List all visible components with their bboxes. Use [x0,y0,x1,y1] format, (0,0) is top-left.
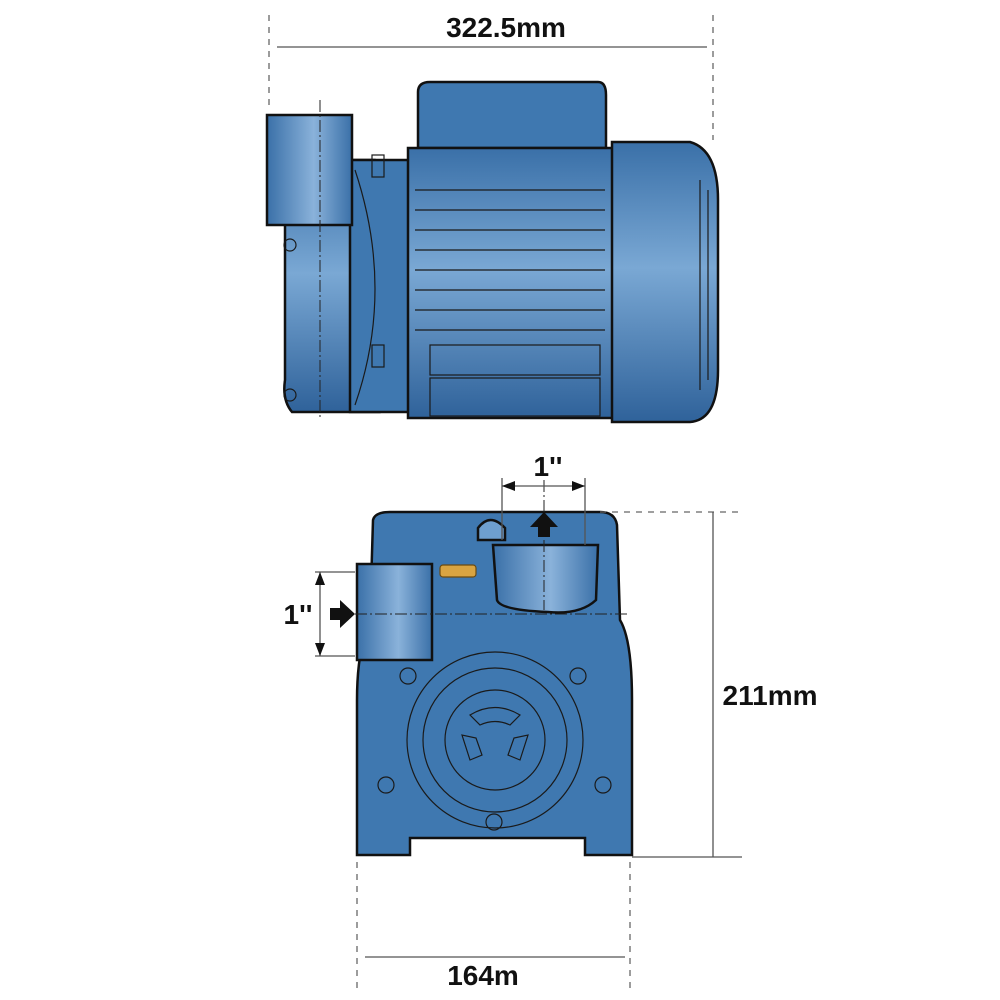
height-label: 211mm [723,680,818,711]
outlet-port [491,480,600,614]
cooling-fins [415,189,605,331]
pump-front-view [330,480,634,857]
length-label: 322.5mm [446,12,566,43]
outlet-flow-arrow [530,512,558,537]
dimension-length: 322.5mm [268,12,714,140]
inlet-flow-arrow [330,600,355,628]
inlet-port [335,562,630,662]
motor-body [406,80,615,420]
outlet-size-label: 1'' [534,451,563,482]
dimension-outlet: 1'' [501,451,586,545]
pump-face [406,651,584,829]
dimension-height: 211mm [600,511,818,858]
width-label: 164m [447,960,519,991]
priming-plug [476,518,507,542]
fan-cover [610,140,720,424]
inlet-size-label: 1'' [284,599,313,630]
dimension-width: 164m [356,862,631,991]
inlet-pipe [265,100,354,420]
pump-side-view [265,80,720,424]
drain-plug [439,564,477,578]
bolts [377,667,612,831]
dimension-inlet: 1'' [284,571,355,657]
